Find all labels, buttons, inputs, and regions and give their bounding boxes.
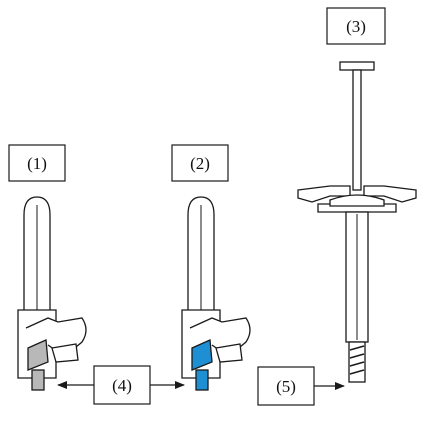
label-3-text: (3) [346, 17, 366, 36]
label-1-text: (1) [27, 154, 47, 173]
grey-tip [31, 369, 45, 391]
finger-flange-right [363, 185, 417, 203]
label-group-4: (4) [57, 365, 185, 405]
label-2-text: (2) [190, 154, 210, 173]
blue-stopper [191, 339, 213, 371]
blue-tip [195, 369, 209, 391]
label-4-text: (4) [112, 376, 132, 395]
label-box-3: (3) [326, 7, 386, 45]
label-group-5: (5) [257, 366, 345, 406]
label-box-2: (2) [171, 144, 229, 182]
syringe-tip [348, 341, 366, 383]
label-5-text: (5) [276, 377, 296, 396]
vial-2 [181, 196, 251, 391]
grey-stopper [27, 339, 49, 371]
plunger-rod [352, 69, 362, 191]
finger-flange-left [297, 185, 351, 203]
plunger-head [339, 61, 375, 71]
syringe [297, 61, 417, 383]
label-box-1: (1) [8, 144, 66, 182]
vial-1 [17, 196, 87, 391]
